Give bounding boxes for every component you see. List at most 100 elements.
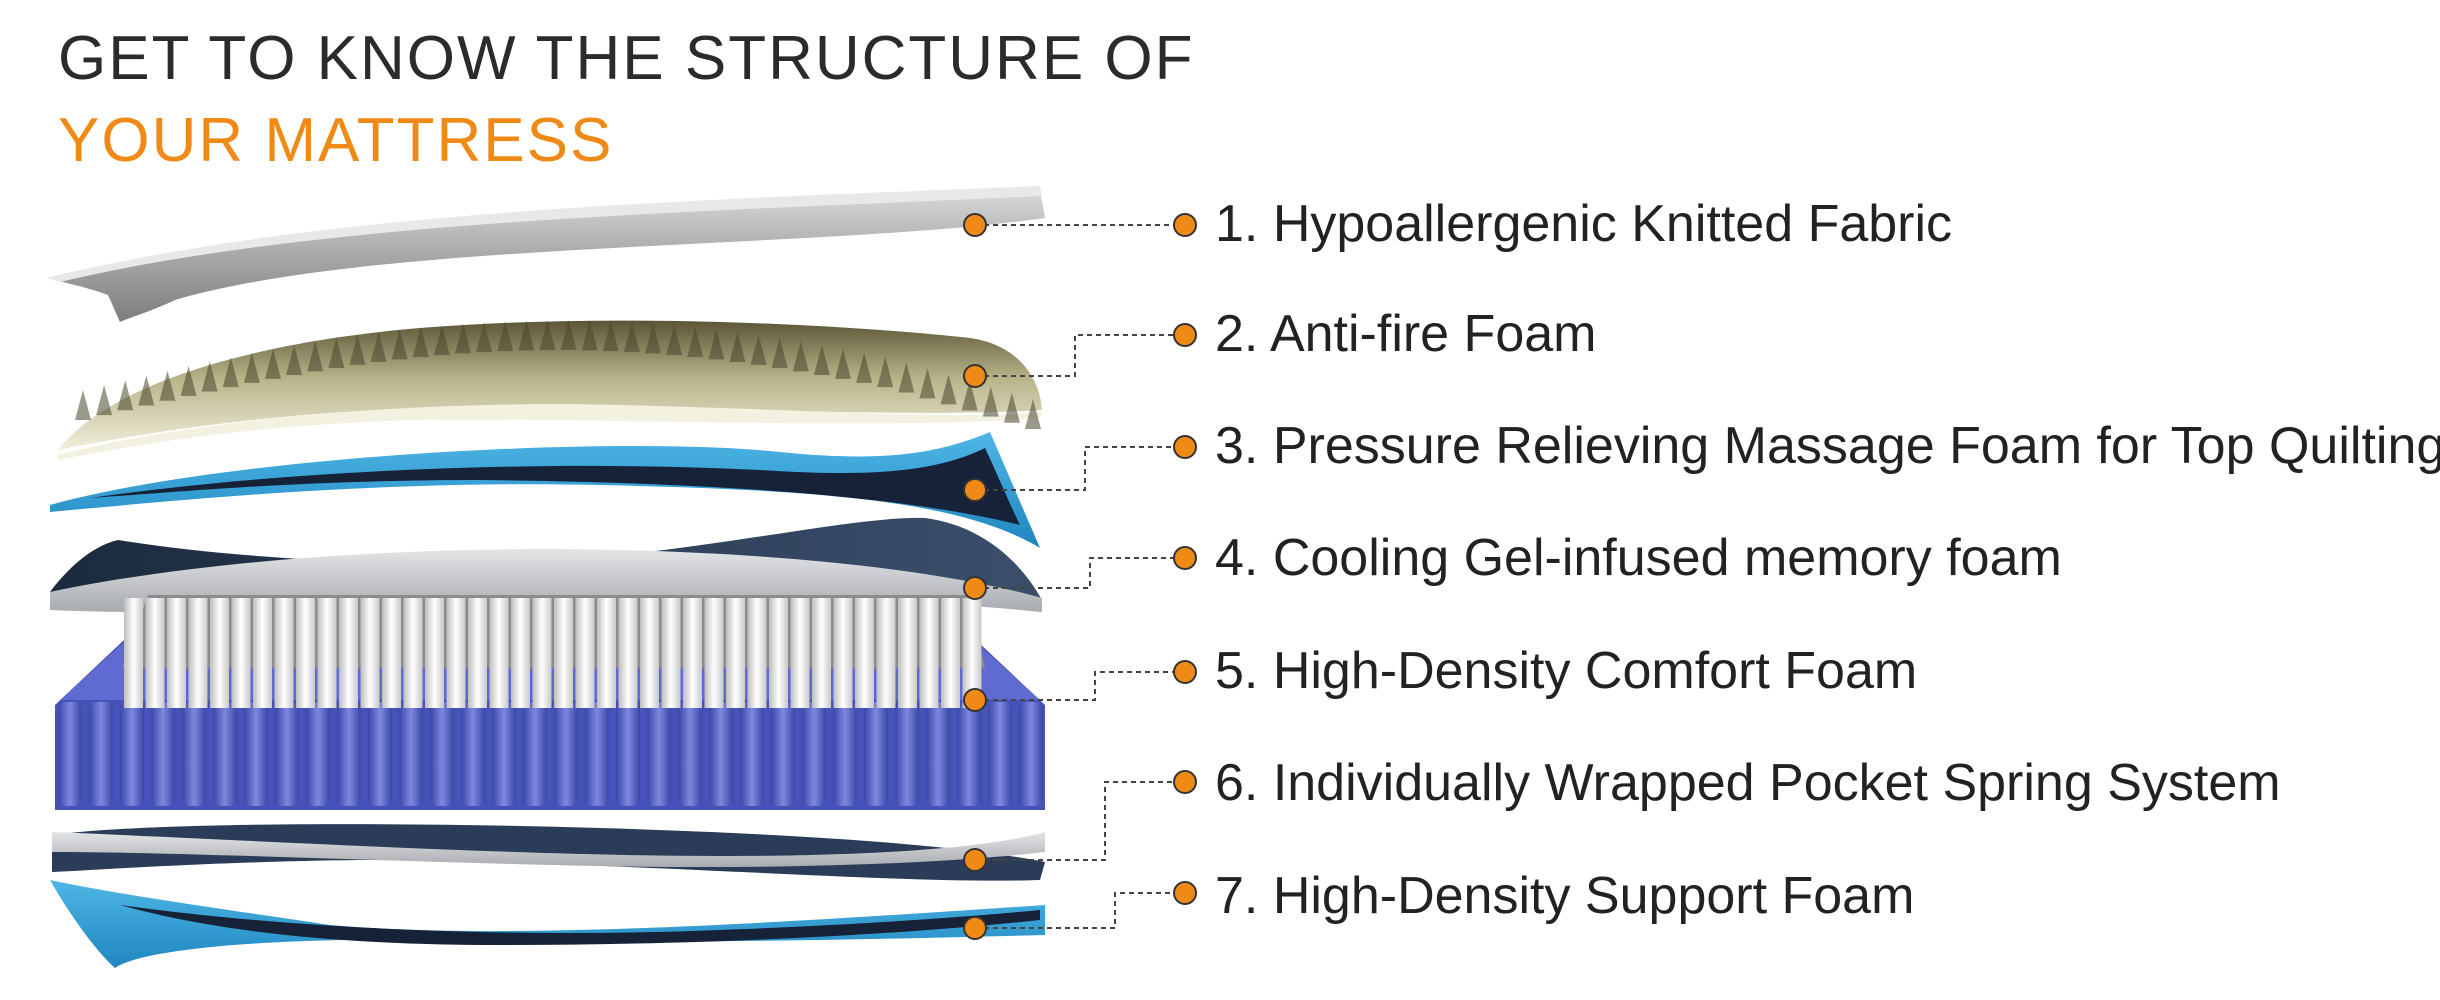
spring-coil	[399, 702, 423, 806]
layer-6-label: 6. Individually Wrapped Pocket Spring Sy…	[1215, 754, 2281, 812]
spring-coil	[182, 702, 206, 806]
foam-bump	[581, 320, 598, 351]
spring-coil	[585, 702, 609, 806]
foam-bump	[96, 385, 113, 416]
layer-marker-2	[963, 364, 987, 388]
layer-1-label: 1. Hypoallergenic Knitted Fabric	[1215, 195, 1953, 253]
layer-2-anti-fire-foam-graphic	[58, 320, 1042, 460]
foam-cell	[360, 598, 380, 708]
label-marker-5	[1173, 660, 1197, 684]
spring-coil	[616, 702, 640, 806]
foam-cell	[210, 598, 229, 708]
spring-coil	[988, 702, 1012, 806]
callout-line-2	[975, 334, 1185, 377]
foam-cell	[618, 598, 638, 708]
foam-bump	[286, 345, 303, 376]
foam-bump	[750, 334, 767, 365]
foam-cell	[769, 598, 788, 708]
foam-bump	[497, 321, 514, 352]
foam-bump	[433, 325, 450, 356]
spring-coil	[554, 702, 578, 806]
foam-cell	[640, 598, 659, 708]
foam-cell	[812, 598, 831, 708]
layer-6-foam-graphic	[52, 824, 1045, 881]
foam-bump	[940, 374, 957, 405]
layer-4-label: 4. Cooling Gel-infused memory foam	[1215, 529, 2062, 587]
label-marker-6	[1173, 770, 1197, 794]
foam-cell	[790, 598, 810, 708]
spring-coil	[58, 702, 82, 806]
foam-cell	[747, 598, 767, 708]
foam-cell	[876, 598, 896, 708]
spring-coil	[430, 702, 454, 806]
foam-cell	[855, 598, 874, 708]
spring-coil	[771, 702, 795, 806]
foam-bump	[708, 329, 725, 360]
foam-bump	[877, 357, 894, 388]
foam-cell	[661, 598, 681, 708]
foam-bump	[687, 327, 704, 358]
foam-bump	[771, 337, 788, 368]
foam-cell	[145, 598, 165, 708]
foam-bump	[159, 370, 176, 401]
spring-coil	[89, 702, 113, 806]
foam-cell	[962, 598, 982, 708]
foam-cell	[231, 598, 251, 708]
heading-line-2: YOUR MATTRESS	[58, 106, 614, 175]
foam-bump	[1003, 392, 1020, 423]
foam-bump	[539, 320, 556, 351]
foam-bump	[1025, 399, 1041, 429]
foam-cell	[511, 598, 530, 708]
foam-bump	[455, 323, 471, 354]
foam-cell	[941, 598, 960, 708]
foam-cell	[919, 598, 939, 708]
foam-cell	[446, 598, 466, 708]
pocket-spring-coils	[58, 702, 1043, 806]
spring-coil	[368, 702, 392, 806]
foam-bump	[349, 334, 366, 365]
callout-line-6	[975, 781, 1185, 861]
foam-cell	[339, 598, 358, 708]
label-marker-4	[1173, 546, 1197, 570]
spring-coil	[647, 702, 671, 806]
layer-marker-7	[963, 916, 987, 940]
spring-coil	[678, 702, 702, 806]
spring-coil	[740, 702, 764, 806]
foam-bump	[729, 331, 746, 362]
foam-cell	[683, 598, 702, 708]
foam-cell	[382, 598, 401, 708]
layer-marker-5	[963, 688, 987, 712]
spring-coil	[151, 702, 175, 806]
foam-bump	[391, 329, 408, 360]
layer-marker-4	[963, 576, 987, 600]
foam-cell	[575, 598, 595, 708]
spring-coil	[709, 702, 733, 806]
layer-7-support-foam-graphic	[50, 880, 1045, 968]
egg-crate-bumps	[75, 320, 1041, 429]
spring-coil	[926, 702, 950, 806]
callout-line-3	[975, 446, 1185, 491]
callout-lines	[975, 224, 1185, 929]
label-marker-1	[1173, 213, 1197, 237]
foam-bump	[518, 320, 535, 351]
foam-cell	[425, 598, 444, 708]
layer-3-label: 3. Pressure Relieving Massage Foam for T…	[1215, 417, 2440, 475]
foam-cell	[597, 598, 616, 708]
spring-coil	[461, 702, 485, 806]
foam-bump	[792, 341, 809, 372]
foam-bump	[898, 362, 915, 393]
spring-coil	[864, 702, 888, 806]
foam-cell	[403, 598, 423, 708]
layer-marker-1	[963, 213, 987, 237]
foam-cell	[188, 598, 208, 708]
foam-cell	[898, 598, 917, 708]
foam-bump	[476, 322, 493, 353]
foam-bump	[560, 320, 577, 351]
foam-bump	[982, 386, 999, 417]
foam-bump	[645, 323, 661, 354]
callout-line-7	[975, 892, 1185, 929]
foam-cell	[296, 598, 315, 708]
callout-markers	[963, 213, 1197, 940]
spring-coil	[1019, 702, 1043, 806]
foam-bump	[75, 390, 91, 420]
